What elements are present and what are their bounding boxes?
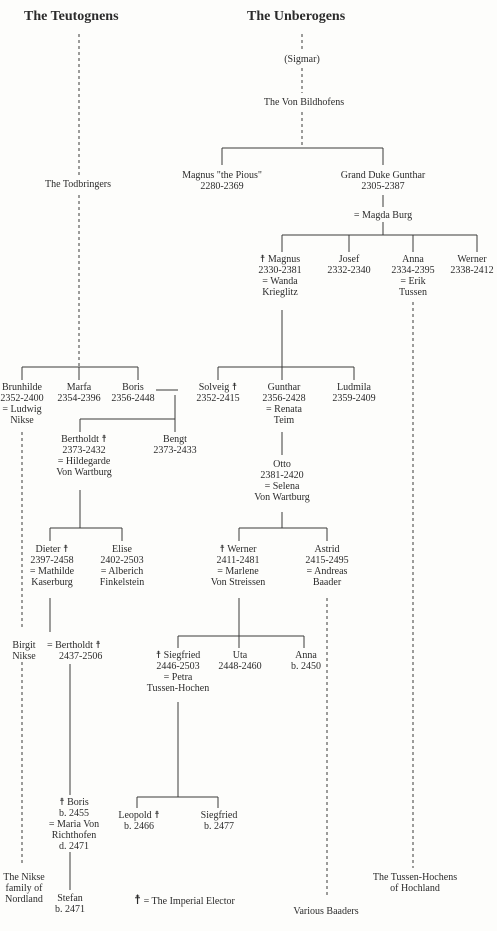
person-siegfried-2477: Siegfried b. 2477 xyxy=(200,810,238,832)
person-leopold: Leopold ☨ b. 2466 xyxy=(118,810,160,832)
person-boris-2356: Boris 2356-2448 xyxy=(111,382,155,404)
person-werner-2338: Werner 2338-2412 xyxy=(450,254,494,276)
person-uta: Uta 2448-2460 xyxy=(218,650,262,672)
person-anna-2450: Anna b. 2450 xyxy=(291,650,321,672)
person-marfa: Marfa 2354-2396 xyxy=(57,382,101,404)
legend: ☨ = The Imperial Elector xyxy=(134,892,235,907)
person-boris-2455: ☨ Boris b. 2455 = Maria Von Richthofen d… xyxy=(48,797,100,852)
person-stefan: Stefan b. 2471 xyxy=(55,893,85,915)
house-teutognens: The Teutognens xyxy=(24,9,119,24)
elector-icon: ☨ xyxy=(63,544,69,555)
elector-icon: ☨ xyxy=(134,892,142,907)
person-bengt: Bengt 2373-2433 xyxy=(153,434,197,456)
person-magnus-the-pious: Magnus "the Pious" 2280-2369 xyxy=(182,170,262,192)
person-gunthar-2356: Gunthar 2356-2428 = Renata Teim xyxy=(262,382,306,426)
person-josef: Josef 2332-2340 xyxy=(327,254,371,276)
person-brunhilde: Brunhilde 2352-2400 = Ludwig Nikse xyxy=(0,382,44,426)
person-otto: Otto 2381-2420 = Selena Von Wartburg xyxy=(254,459,310,503)
elector-icon: ☨ xyxy=(154,810,160,821)
elector-icon: ☨ xyxy=(259,254,266,265)
house-unberogens: The Unberogens xyxy=(247,9,346,24)
elector-icon: ☨ xyxy=(59,797,65,808)
elector-icon: ☨ xyxy=(101,434,107,445)
person-birgit: Birgit Nikse xyxy=(12,640,36,662)
family-todbringers: The Todbringers xyxy=(44,179,112,190)
person-astrid: Astrid 2415-2495 = Andreas Baader xyxy=(305,544,349,588)
person-anna-2334: Anna 2334-2395 = Erik Tussen xyxy=(391,254,435,298)
person-solveig: Solveig ☨ 2352-2415 xyxy=(196,382,240,404)
person-ludmila: Ludmila 2359-2409 xyxy=(332,382,376,404)
person-bertholdt-2437: = Bertholdt ☨ 2437-2506 xyxy=(47,640,103,662)
person-grand-duke-gunthar: Grand Duke Gunthar 2305-2387 xyxy=(340,170,426,192)
person-elise: Elise 2402-2503 = Alberich Finkelstein xyxy=(99,544,145,588)
elector-icon: ☨ xyxy=(219,544,225,555)
person-bertholdt-2373: Bertholdt ☨ 2373-2432 = Hildegarde Von W… xyxy=(56,434,112,478)
elector-icon: ☨ xyxy=(231,382,238,393)
elector-icon: ☨ xyxy=(155,650,162,661)
person-siegfried-2446: ☨ Siegfried 2446-2503 = Petra Tussen-Hoc… xyxy=(146,650,210,694)
person-magnus-2330: ☨ Magnus 2330-2381 = Wanda Krieglitz xyxy=(258,254,302,298)
person-werner-2411: ☨ Werner 2411-2481 = Marlene Von Streiss… xyxy=(210,544,266,588)
spouse-magda-burg: = Magda Burg xyxy=(353,210,413,221)
family-von-bildhofens: The Von Bildhofens xyxy=(263,97,345,108)
elector-icon: ☨ xyxy=(95,640,101,651)
family-various-baaders: Various Baaders xyxy=(293,906,359,917)
family-tussen-hochens-of-hochland: The Tussen-Hochens of Hochland xyxy=(372,872,458,894)
person-dieter: Dieter ☨ 2397-2458 = Mathilde Kaserburg xyxy=(29,544,75,588)
legend-text: = The Imperial Elector xyxy=(143,896,235,907)
person-sigmar: (Sigmar) xyxy=(284,54,320,65)
family-nikse-of-nordland: The Nikse family of Nordland xyxy=(3,872,45,905)
